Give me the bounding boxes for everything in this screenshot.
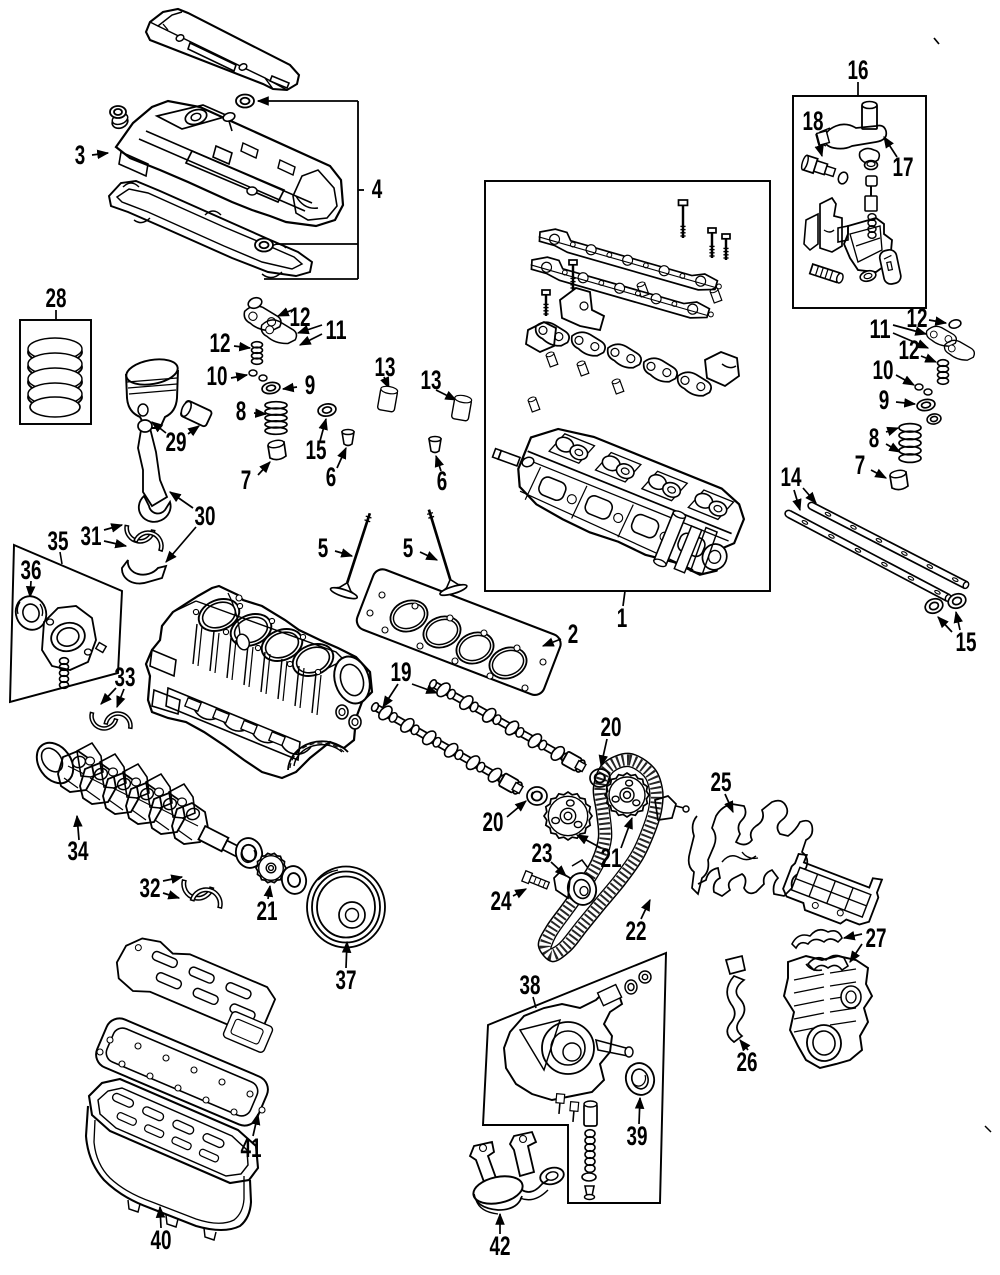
svg-text:12: 12 [210,328,231,358]
svg-text:33: 33 [115,662,136,692]
svg-text:42: 42 [490,1231,511,1261]
svg-text:9: 9 [879,385,890,415]
svg-text:40: 40 [151,1225,172,1255]
svg-text:35: 35 [48,526,69,556]
svg-text:39: 39 [627,1121,648,1151]
svg-text:34: 34 [68,836,89,866]
svg-text:8: 8 [869,423,880,453]
svg-text:20: 20 [601,712,622,742]
svg-text:5: 5 [403,533,414,563]
svg-text:37: 37 [336,965,357,995]
svg-text:17: 17 [893,152,914,182]
svg-text:9: 9 [305,370,316,400]
svg-text:36: 36 [21,555,42,585]
svg-text:1: 1 [617,603,628,633]
svg-text:23: 23 [532,838,553,868]
svg-text:7: 7 [241,465,252,495]
svg-text:14: 14 [781,462,802,492]
svg-text:24: 24 [491,886,512,916]
svg-text:27: 27 [866,923,887,953]
svg-text:2: 2 [568,619,579,649]
svg-text:11: 11 [870,314,891,344]
svg-text:25: 25 [711,767,732,797]
svg-text:12: 12 [290,302,311,332]
svg-text:21: 21 [601,843,622,873]
svg-text:10: 10 [873,355,894,385]
svg-text:21: 21 [257,896,278,926]
svg-text:31: 31 [81,521,102,551]
svg-text:18: 18 [803,106,824,136]
svg-text:11: 11 [326,315,347,345]
svg-text:7: 7 [855,450,866,480]
svg-text:12: 12 [907,303,928,333]
svg-text:3: 3 [75,140,86,170]
svg-text:8: 8 [236,396,247,426]
svg-text:15: 15 [956,627,977,657]
svg-text:41: 41 [241,1133,262,1163]
svg-text:28: 28 [46,283,67,313]
svg-text:29: 29 [166,427,187,457]
svg-text:22: 22 [626,916,647,946]
svg-text:30: 30 [195,501,216,531]
svg-text:6: 6 [437,466,448,496]
svg-text:4: 4 [372,174,383,204]
svg-text:26: 26 [737,1047,758,1077]
svg-text:10: 10 [207,361,228,391]
svg-text:13: 13 [421,365,442,395]
svg-text:13: 13 [375,352,396,382]
svg-text:20: 20 [483,807,504,837]
svg-text:16: 16 [848,55,869,85]
svg-text:19: 19 [391,657,412,687]
svg-text:38: 38 [520,970,541,1000]
svg-text:6: 6 [326,462,337,492]
svg-text:5: 5 [318,533,329,563]
svg-text:15: 15 [306,435,327,465]
svg-text:32: 32 [140,873,161,903]
